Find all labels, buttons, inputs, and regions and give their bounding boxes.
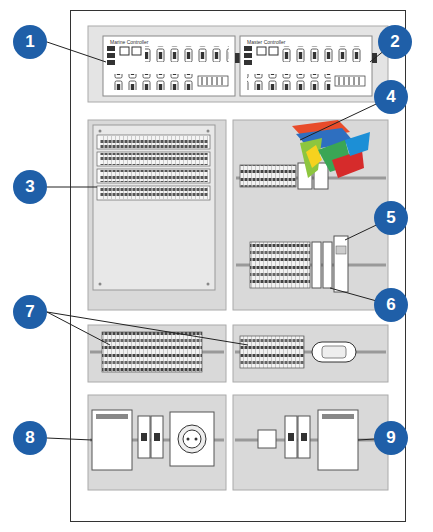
callout-number: 6 [386, 295, 395, 315]
callout-circle: 4 [374, 80, 408, 114]
callout-circle: 2 [378, 25, 412, 59]
callout-circle: 8 [13, 421, 47, 455]
controller-label: Marine Controller [110, 39, 148, 45]
callout-circle: 1 [13, 25, 47, 59]
callout-circle: 9 [374, 421, 408, 455]
callout-number: 3 [25, 177, 34, 197]
controller-label: Master Controller [247, 39, 285, 45]
callout-circle: 5 [374, 201, 408, 235]
callout-number: 2 [390, 32, 399, 52]
callout-number: 7 [25, 302, 34, 322]
callout-number: 9 [386, 428, 395, 448]
callout-number: 1 [25, 32, 34, 52]
callout-number: 8 [25, 428, 34, 448]
callout-number: 4 [386, 87, 395, 107]
callout-circle: 3 [13, 170, 47, 204]
callout-circle: 6 [374, 288, 408, 322]
callout-number: 5 [386, 208, 395, 228]
callout-circle: 7 [13, 295, 47, 329]
